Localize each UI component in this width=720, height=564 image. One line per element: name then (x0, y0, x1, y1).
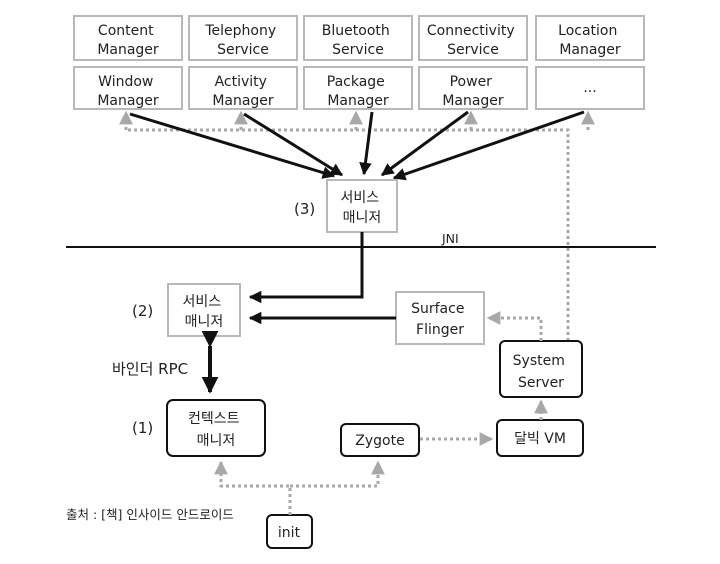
power-manager-box (418, 66, 528, 110)
zygote-label: Zygote (355, 433, 404, 449)
more-services-box (535, 66, 645, 110)
dalvik-vm: 달빅 VM (496, 419, 584, 457)
bluetooth-service-label: Bluetooth Service (322, 23, 394, 58)
location-manager-label: Location Manager (558, 23, 622, 58)
service-manager-java-box (326, 179, 398, 233)
source-caption: 출처 : [책] 인사이드 안드로이드 (66, 507, 234, 522)
connectivity-service-box (418, 15, 528, 61)
connectivity-service-label: Connectivity Service (427, 23, 519, 58)
bluetooth-service-box (303, 15, 413, 61)
jni-label: JNI (441, 231, 459, 246)
services-to-service-manager-arrows (129, 110, 585, 181)
service-row-2: Window Manager Activity Manager Package … (73, 66, 645, 110)
surface-flinger: Surface Flinger (395, 291, 485, 345)
dalvik-vm-label: 달빅 VM (514, 431, 566, 447)
binder-rpc-label: 바인더 RPC (112, 360, 188, 378)
init-dotted-arrows (214, 460, 385, 515)
java-to-native-service-manager-arrow (248, 232, 364, 304)
init-label: init (278, 525, 301, 541)
content-manager-label: Content Manager (97, 23, 159, 58)
context-manager-label: 컨텍스트 매니저 (188, 411, 244, 449)
telephony-service-box (188, 15, 298, 61)
context-manager-box (166, 399, 266, 457)
service-manager-native: (2) 서비스 매니저 (132, 283, 241, 337)
system-server-label: System Server (513, 353, 570, 391)
step-3-label: (3) (294, 200, 315, 218)
system-server-to-services-dotted (119, 110, 595, 341)
activity-manager-label: Activity Manager (212, 74, 274, 109)
service-manager-native-label: 서비스 매니저 (182, 294, 225, 330)
window-manager-label: Window Manager (97, 74, 159, 109)
step-2-label: (2) (132, 302, 153, 320)
init: init (266, 514, 313, 549)
system-server-to-surface-flinger-dotted (486, 311, 543, 341)
service-manager-java: (3) 서비스 매니저 (294, 179, 398, 233)
context-manager: (1) 컨텍스트 매니저 (132, 399, 266, 457)
location-manager-box (535, 15, 645, 61)
step-1-label: (1) (132, 419, 153, 437)
power-manager-label: Power Manager (442, 74, 504, 109)
window-manager-box (73, 66, 183, 110)
surface-flinger-label: Surface Flinger (411, 301, 469, 338)
package-manager-label: Package Manager (327, 74, 389, 109)
service-manager-native-box (167, 283, 241, 337)
system-server: System Server (499, 340, 583, 398)
activity-manager-box (188, 66, 298, 110)
telephony-service-label: Telephony Service (204, 23, 280, 58)
zygote: Zygote (340, 423, 420, 457)
zygote-box (340, 423, 420, 457)
package-manager-box (303, 66, 413, 110)
more-services-label: ... (583, 80, 596, 96)
content-manager-box (73, 15, 183, 61)
service-row-1: Content Manager Telephony Service Blueto… (73, 15, 645, 61)
service-manager-java-label: 서비스 매니저 (340, 190, 383, 226)
surface-flinger-box (395, 291, 485, 345)
